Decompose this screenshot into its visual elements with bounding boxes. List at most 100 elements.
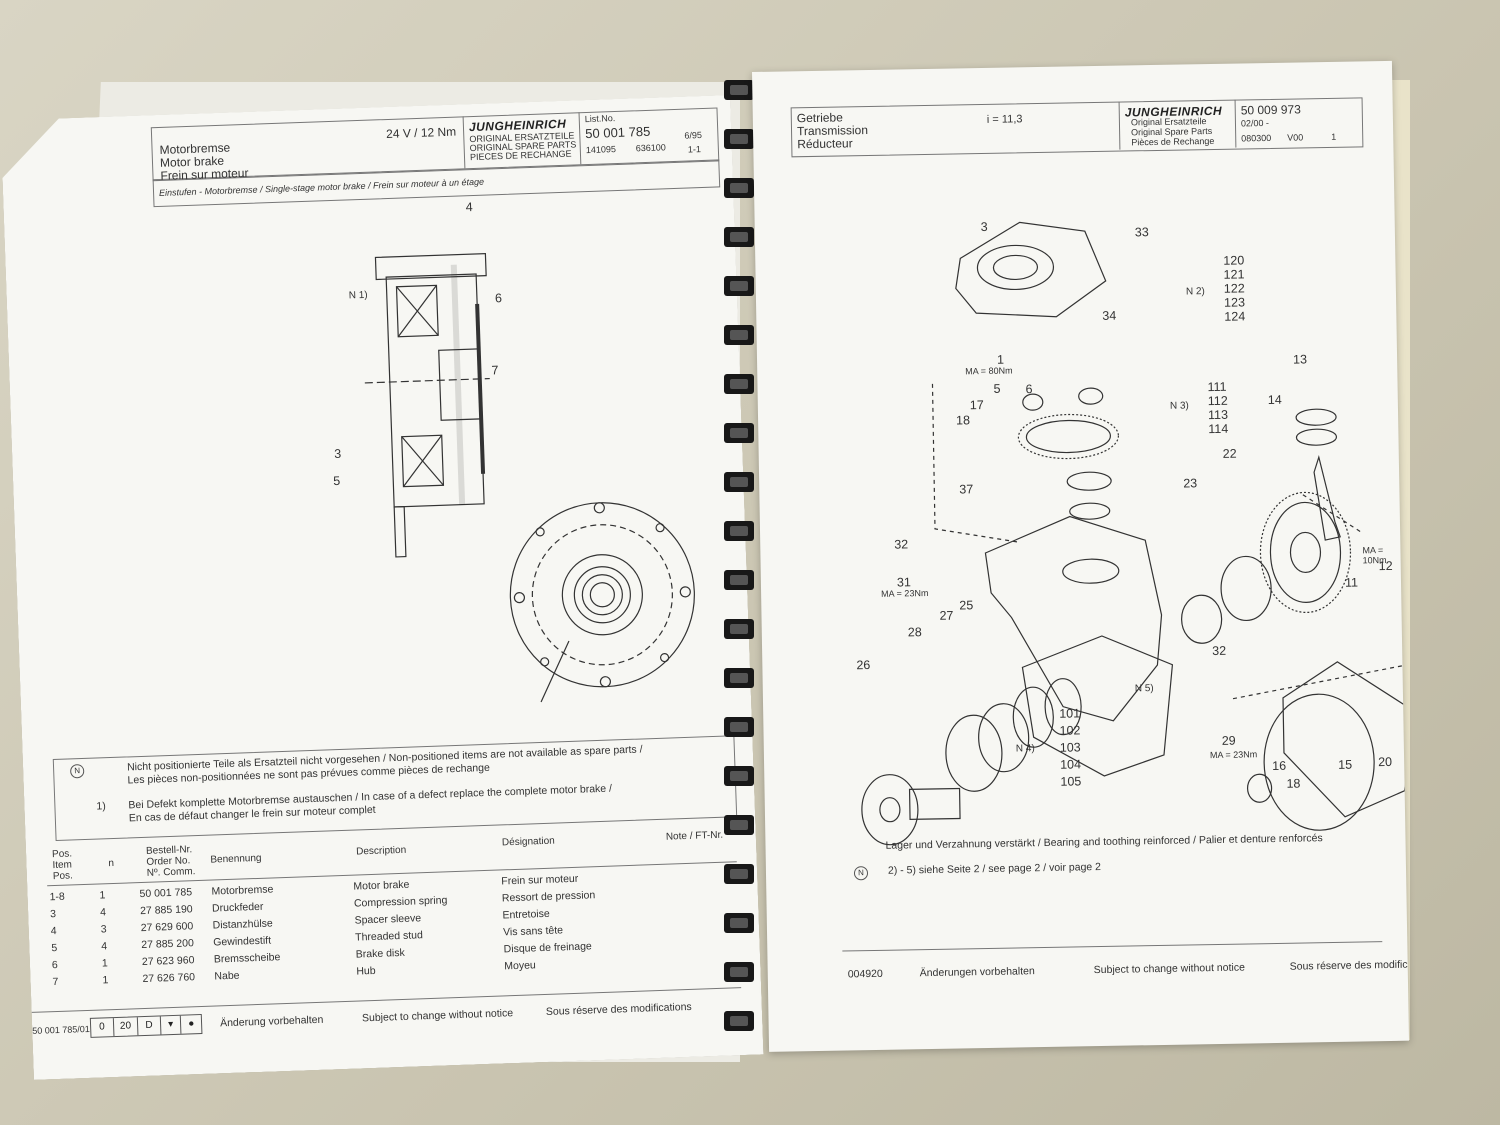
table-cell-order: 27 885 200 — [141, 937, 195, 952]
binding-coil — [724, 717, 754, 737]
table-cell-pos: 7 — [52, 975, 59, 989]
callout-label: 17 — [969, 398, 984, 413]
footer-box-dot-icon: ● — [188, 1018, 195, 1030]
binding-coil — [724, 521, 754, 541]
table-cell-order: 27 885 190 — [139, 903, 193, 918]
callout-label: 37 — [959, 482, 974, 497]
table-cell-fr: Entretoise — [502, 907, 550, 922]
callout-label: 112 — [1207, 393, 1228, 409]
callout-label: 18 — [955, 413, 971, 428]
callout-label: MA = 23Nm — [881, 588, 929, 599]
callout-label: 120 — [1223, 253, 1245, 268]
callout-label: 25 — [959, 598, 974, 613]
left-list-no: 50 001 785 — [584, 123, 651, 142]
right-brand-sub3: Pièces de Rechange — [1131, 135, 1215, 148]
transmission-exploded-drawing — [861, 221, 1410, 846]
binding-coil — [724, 864, 754, 884]
callout-label: 5 — [993, 381, 1001, 396]
table-cell-de: Motorbremse — [211, 883, 274, 898]
callout-label: 15 — [1338, 757, 1353, 772]
binding-coil — [724, 619, 754, 639]
list-no-label: List.No. — [584, 113, 616, 125]
callout-label: 113 — [1207, 407, 1229, 423]
right-code1: 080300 — [1241, 132, 1272, 144]
table-cell-de: Bremsscheibe — [213, 951, 281, 966]
callout-label: 123 — [1223, 295, 1246, 310]
hdr-description: Description — [355, 844, 407, 858]
table-cell-fr: Disque de freinage — [503, 940, 592, 956]
callout-label: N 4) — [1015, 743, 1035, 755]
callout-label: 26 — [856, 658, 871, 673]
table-cell-fr: Ressort de pression — [501, 889, 596, 905]
callout-label: 102 — [1059, 723, 1081, 738]
binding-coil — [724, 668, 754, 688]
right-title-fr: Réducteur — [797, 136, 853, 152]
callout-3: 3 — [334, 446, 342, 462]
callout-label: MA = 80Nm — [965, 365, 1013, 377]
binding-coil — [724, 913, 754, 933]
footer-box-1: 0 — [91, 1018, 114, 1037]
callout-label: 6 — [1025, 382, 1033, 397]
table-cell-n: 1 — [99, 889, 106, 902]
left-sheet: 1-1 — [687, 144, 702, 155]
callout-label: 14 — [1267, 392, 1282, 408]
table-cell-pos: 6 — [51, 958, 59, 972]
callout-label: N 5) — [1134, 683, 1154, 695]
callout-label: 124 — [1224, 309, 1246, 324]
hdr-order-fr: Nº. Comm. — [146, 866, 196, 879]
callout-label: 104 — [1060, 757, 1082, 772]
binding-coil — [724, 570, 754, 590]
binding-coil — [724, 276, 754, 296]
motor-brake-section-drawing — [355, 231, 566, 568]
right-footer-doc: 004920 — [847, 967, 883, 981]
right-note-n-symbol: N — [853, 866, 869, 881]
binding-coil — [724, 227, 754, 247]
callout-6: 6 — [494, 291, 503, 306]
binding-coil — [724, 962, 754, 982]
hdr-n: n — [108, 857, 115, 870]
binding-coil — [724, 178, 754, 198]
binding-coil — [724, 423, 754, 443]
hdr-designation: Désignation — [501, 835, 555, 849]
table-cell-en: Hub — [356, 964, 376, 978]
left-spec: 24 V / 12 Nm — [385, 124, 457, 142]
hdr-pos-de: Pos. — [51, 848, 73, 861]
footer-box-arrow-icon: ▾ — [161, 1016, 182, 1035]
right-code2: V00 — [1287, 132, 1304, 143]
right-page: Getriebe Transmission Réducteur i = 11,3… — [752, 60, 1410, 1052]
callout-label: 16 — [1272, 758, 1287, 774]
callout-label: 121 — [1223, 267, 1245, 282]
right-footer-change-en: Subject to change without notice — [1093, 961, 1245, 977]
callout-label: 33 — [1134, 225, 1149, 240]
hdr-note: Note / FT-Nr. — [665, 829, 724, 843]
table-cell-en: Spacer sleeve — [354, 912, 422, 927]
table-cell-de: Druckfeder — [211, 900, 264, 915]
callout-label: 114 — [1208, 421, 1229, 437]
binding-coil — [724, 325, 754, 345]
table-cell-n: 4 — [99, 906, 107, 919]
callout-label: 18 — [1286, 776, 1301, 791]
table-cell-n: 3 — [100, 923, 107, 936]
callout-label: 122 — [1223, 281, 1245, 296]
callout-label: 105 — [1060, 774, 1082, 789]
right-list-no: 50 009 973 — [1240, 102, 1301, 118]
left-footer-change-fr: Sous réserve des modifications — [545, 1000, 692, 1018]
callout-label: 111 — [1207, 379, 1227, 395]
binding-coil — [724, 1011, 754, 1031]
table-cell-order: 27 623 960 — [141, 954, 195, 969]
right-date: 02/00 - — [1240, 117, 1270, 129]
table-cell-fr: Vis sans tête — [502, 924, 564, 939]
callout-label: 20 — [1378, 754, 1393, 770]
binding-coil — [724, 472, 754, 492]
binding-coil — [724, 815, 754, 835]
table-cell-fr: Moyeu — [504, 959, 536, 973]
callout-n1: N 1) — [348, 289, 368, 302]
callout-label: 13 — [1292, 352, 1308, 367]
callout-label: MA = 23Nm — [1209, 749, 1258, 761]
hdr-benennung: Benennung — [210, 852, 262, 866]
table-cell-de: Distanzhülse — [212, 917, 273, 932]
right-note-pages: 2) - 5) siehe Seite 2 / see page 2 / voi… — [887, 861, 1102, 877]
binding-coil — [724, 129, 754, 149]
footer-box-3: D — [138, 1016, 161, 1035]
note-1-number: 1) — [96, 800, 106, 813]
